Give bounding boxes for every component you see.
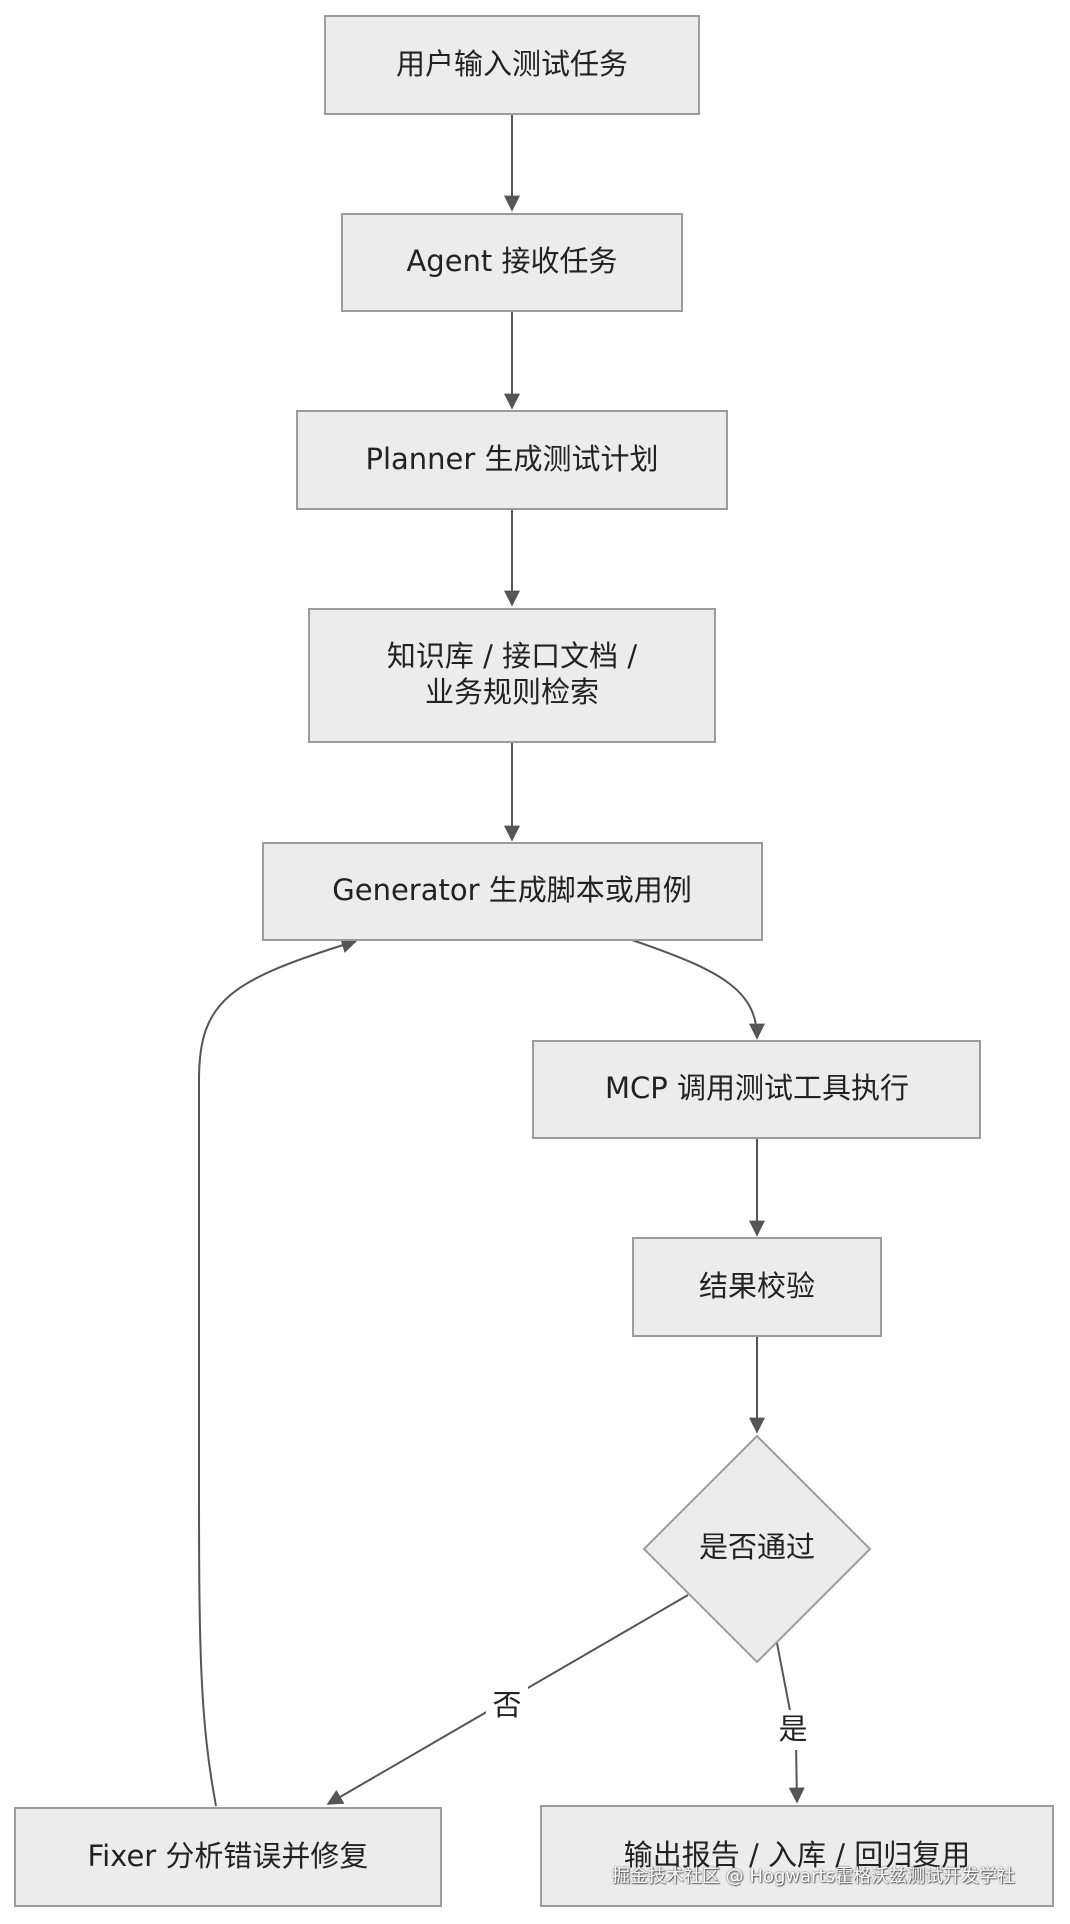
- edge-generator-to-mcp: [631, 939, 765, 1040]
- node-generator-label: Generator 生成脚本或用例: [332, 873, 691, 907]
- node-verify-label: 结果校验: [699, 1269, 815, 1303]
- node-planner: Planner 生成测试计划: [296, 410, 728, 510]
- node-generator: Generator 生成脚本或用例: [262, 842, 763, 941]
- edge-fixer-to-generator: [198, 937, 358, 1807]
- watermark: 掘金技术社区 @ Hogwarts霍格沃兹测试开发学社: [612, 1866, 1016, 1887]
- node-user-input: 用户输入测试任务: [324, 15, 700, 115]
- node-agent-receive-label: Agent 接收任务: [406, 244, 617, 278]
- edge-label-yes: 是: [778, 1712, 807, 1746]
- node-output-label: 输出报告 / 入库 / 回归复用: [624, 1838, 970, 1872]
- node-knowledge: 知识库 / 接口文档 / 业务规则检索: [308, 608, 716, 743]
- node-verify: 结果校验: [632, 1237, 882, 1337]
- node-user-input-label: 用户输入测试任务: [396, 47, 628, 81]
- node-fixer: Fixer 分析错误并修复: [14, 1807, 442, 1907]
- node-planner-label: Planner 生成测试计划: [365, 442, 658, 476]
- node-output: 输出报告 / 入库 / 回归复用: [540, 1805, 1054, 1907]
- node-mcp: MCP 调用测试工具执行: [532, 1040, 981, 1139]
- node-knowledge-label-line2: 业务规则检索: [425, 675, 599, 709]
- node-decision: 是否通过: [642, 1434, 872, 1664]
- node-knowledge-label-line1: 知识库 / 接口文档 /: [387, 639, 637, 673]
- node-agent-receive: Agent 接收任务: [341, 213, 683, 312]
- yes-label-bg: [772, 1710, 814, 1750]
- node-decision-label: 是否通过: [699, 1530, 815, 1564]
- node-mcp-label: MCP 调用测试工具执行: [605, 1071, 909, 1105]
- node-fixer-label: Fixer 分析错误并修复: [88, 1839, 369, 1873]
- no-label-bg: [486, 1686, 528, 1726]
- edge-label-no: 否: [492, 1688, 521, 1722]
